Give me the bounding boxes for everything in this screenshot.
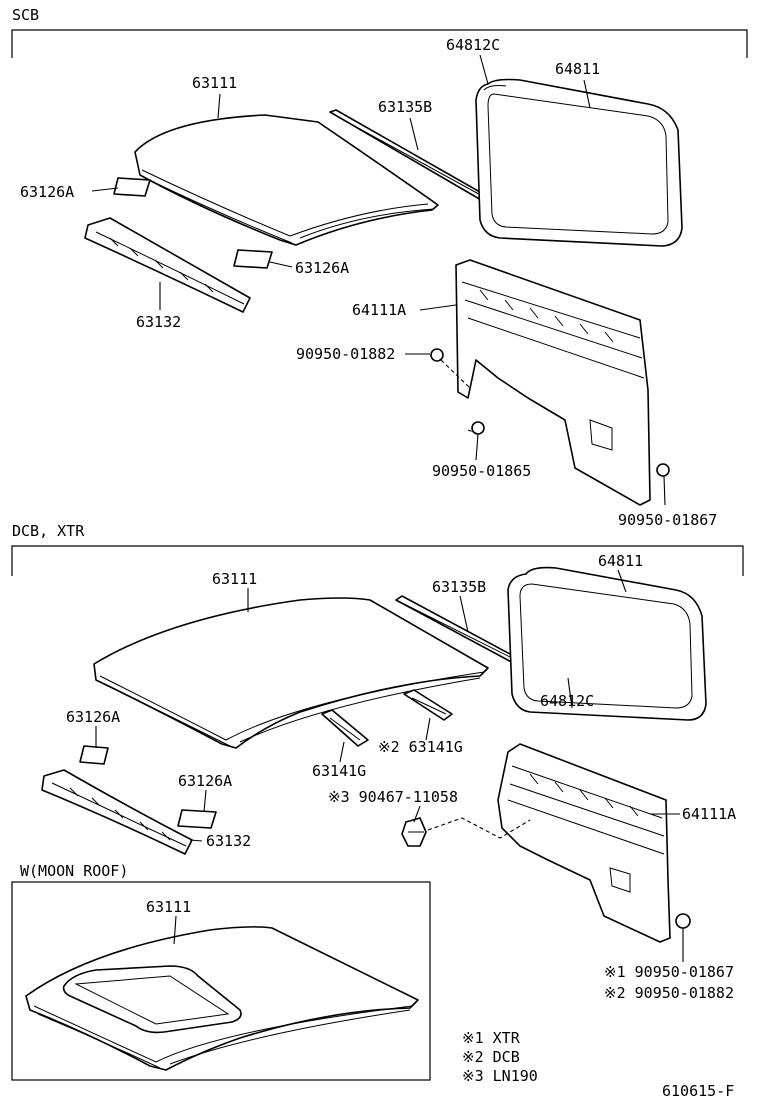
label-64812c-dcb: 64812C bbox=[540, 692, 594, 710]
pad-63126a-dcb-1 bbox=[79, 745, 109, 765]
label-63141g-dcb-1: 63141G bbox=[312, 762, 366, 780]
figure-id: 610615-F bbox=[662, 1082, 734, 1100]
section-title-dcb: DCB, XTR bbox=[12, 522, 85, 540]
label-90950-01882-dcb: ※2 90950-01882 bbox=[604, 984, 734, 1002]
label-63135b-dcb: 63135B bbox=[432, 578, 486, 596]
clip-90950-dcb bbox=[675, 913, 691, 929]
label-63111-dcb: 63111 bbox=[212, 570, 257, 588]
label-90950-01882-scb: 90950-01882 bbox=[296, 345, 395, 363]
note-dcb: ※2 DCB bbox=[462, 1048, 520, 1066]
roof-header-63132-dcb bbox=[41, 769, 193, 855]
clip-90950-01882-scb bbox=[430, 348, 444, 362]
label-63126a-dcb-2: 63126A bbox=[178, 772, 232, 790]
clip-90467-11058-dcb bbox=[401, 817, 427, 847]
roof-header-63132-scb bbox=[84, 217, 251, 313]
clip-90950-01865-scb bbox=[471, 421, 485, 435]
back-panel-64111a-scb bbox=[455, 259, 651, 506]
label-63132-dcb: 63132 bbox=[206, 832, 251, 850]
moon-roof-opening bbox=[62, 965, 242, 1034]
clip-90950-01867-scb bbox=[656, 463, 670, 477]
label-90950-01867-scb: 90950-01867 bbox=[618, 511, 717, 529]
label-63132-scb: 63132 bbox=[136, 313, 181, 331]
label-64811-dcb: 64811 bbox=[598, 552, 643, 570]
label-63141g-dcb-2: ※2 63141G bbox=[378, 738, 463, 756]
label-64111a-scb: 64111A bbox=[352, 301, 406, 319]
label-63126a-scb-1: 63126A bbox=[20, 183, 74, 201]
back-window-dcb bbox=[507, 566, 707, 721]
label-63111-moon-roof: 63111 bbox=[146, 898, 191, 916]
label-64111a-dcb: 64111A bbox=[682, 805, 736, 823]
label-64812c-scb: 64812C bbox=[446, 36, 500, 54]
label-90467-11058-dcb: ※3 90467-11058 bbox=[328, 788, 458, 806]
section-title-moon-roof: W(MOON ROOF) bbox=[20, 862, 128, 880]
label-63111-scb: 63111 bbox=[192, 74, 237, 92]
note-ln190: ※3 LN190 bbox=[462, 1067, 538, 1085]
pad-63126a-dcb-2 bbox=[177, 809, 217, 829]
label-63126a-scb-2: 63126A bbox=[295, 259, 349, 277]
pad-63126a-scb-2 bbox=[233, 249, 273, 269]
roof-panel-scb bbox=[134, 114, 439, 246]
label-63135b-scb: 63135B bbox=[378, 98, 432, 116]
section-title-scb: SCB bbox=[12, 6, 39, 24]
label-63126a-dcb-1: 63126A bbox=[66, 708, 120, 726]
moon-roof-box bbox=[11, 881, 431, 1081]
roof-bow-63141g-dcb-1 bbox=[321, 709, 369, 747]
note-xtr: ※1 XTR bbox=[462, 1029, 521, 1047]
back-panel-64111a-dcb bbox=[497, 743, 671, 943]
back-window-scb bbox=[475, 78, 683, 247]
label-64811-scb: 64811 bbox=[555, 60, 600, 78]
roof-bow-63141g-dcb-2 bbox=[403, 689, 453, 721]
roof-panel-moon-roof bbox=[25, 926, 419, 1071]
label-90950-01865-scb: 90950-01865 bbox=[432, 462, 531, 480]
roof-panel-dcb bbox=[93, 597, 489, 749]
section-bracket-dcb bbox=[11, 545, 744, 576]
section-bracket-scb bbox=[11, 29, 748, 58]
label-90950-01867-dcb: ※1 90950-01867 bbox=[604, 963, 734, 981]
pad-63126a-scb-1 bbox=[113, 177, 151, 197]
